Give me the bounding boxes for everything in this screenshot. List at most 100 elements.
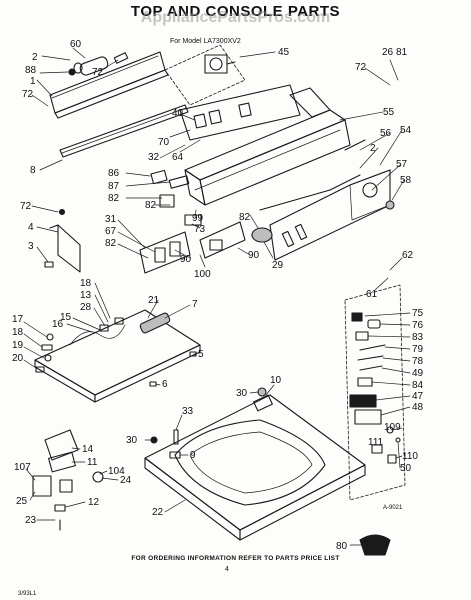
callout-label: 25 xyxy=(16,496,28,507)
callout-label: 82 xyxy=(105,238,117,249)
callout-label: 60 xyxy=(70,39,82,50)
callout-label: 73 xyxy=(194,224,206,235)
callout-label: 99 xyxy=(192,213,204,224)
switch-group xyxy=(150,169,202,226)
callout-label: 81 xyxy=(396,47,408,58)
parts-kit-panel xyxy=(344,284,406,501)
callout-label: 76 xyxy=(412,320,424,331)
callout-label: 23 xyxy=(25,515,37,526)
callout-label: 86 xyxy=(108,168,120,179)
page-mark: 4 xyxy=(225,566,229,573)
washer-top-cabinet xyxy=(144,394,366,541)
callout-label: 48 xyxy=(412,402,424,413)
callout-label: 26 xyxy=(382,47,394,58)
callout-label: 83 xyxy=(412,332,424,343)
callout-label: 29 xyxy=(272,260,284,271)
callout-label: 72 xyxy=(20,201,32,212)
callout-label: 16 xyxy=(52,319,64,330)
callout-label: 20 xyxy=(12,353,24,364)
callout-label: 109 xyxy=(384,422,401,433)
callout-label: 82 xyxy=(145,200,157,211)
callout-label: 58 xyxy=(400,175,412,186)
callout-label: 10 xyxy=(270,375,282,386)
callout-label: 70 xyxy=(158,137,170,148)
callout-label: 56 xyxy=(380,128,392,139)
control-console-base xyxy=(34,309,201,403)
callout-label: 62 xyxy=(402,250,414,261)
callout-label: 61 xyxy=(366,289,378,300)
callout-label: 32 xyxy=(148,152,160,163)
console-housing xyxy=(184,87,351,206)
callout-label: 54 xyxy=(400,125,412,136)
callout-label: 72 xyxy=(355,62,367,73)
callout-label: 4 xyxy=(28,222,34,233)
callout-label: 11 xyxy=(87,457,98,468)
callout-label: 17 xyxy=(12,314,24,325)
callout-label: 84 xyxy=(412,380,424,391)
callout-label: 47 xyxy=(412,391,424,402)
callout-label: 90 xyxy=(180,254,192,265)
callout-label: 100 xyxy=(194,269,211,280)
callout-label: 78 xyxy=(412,356,424,367)
callout-label: 13 xyxy=(80,290,92,301)
callout-label: 57 xyxy=(396,159,408,170)
callout-label: 90 xyxy=(248,250,260,261)
console-end-bracket xyxy=(44,208,81,273)
callout-label: 72 xyxy=(92,67,104,78)
callout-label: 33 xyxy=(182,406,194,417)
callout-label: 107 xyxy=(14,462,31,473)
callout-label: 28 xyxy=(80,302,92,313)
callout-label: 30 xyxy=(236,388,248,399)
callout-label: 82 xyxy=(239,212,251,223)
diagram-title: TOP AND CONSOLE PARTS xyxy=(130,3,341,20)
console-back-panel xyxy=(179,84,301,141)
lid-switch-assembly xyxy=(32,429,104,531)
callout-label: 79 xyxy=(412,344,424,355)
callout-label: 15 xyxy=(60,312,72,323)
callout-label: 6 xyxy=(162,379,168,390)
callout-label: 19 xyxy=(12,340,24,351)
callout-label: 82 xyxy=(108,193,120,204)
callout-label: 18 xyxy=(80,278,92,289)
drawing-code: 3/93L1 xyxy=(18,591,37,597)
callout-label: 24 xyxy=(120,475,132,486)
callout-label: 7 xyxy=(192,299,198,310)
callout-label: 14 xyxy=(82,444,94,455)
callout-label: 64 xyxy=(172,152,184,163)
figure-reference: A-9021 xyxy=(383,505,403,511)
callout-label: 49 xyxy=(412,368,424,379)
callout-label: 72 xyxy=(22,89,34,100)
callout-label: 80 xyxy=(336,541,348,552)
callout-label: 87 xyxy=(108,181,120,192)
callout-label: 111 xyxy=(368,437,384,448)
callout-label: 40 xyxy=(172,108,184,119)
callout-label: 67 xyxy=(105,226,117,237)
callout-label: 2 xyxy=(32,52,38,63)
knob-assembly xyxy=(68,52,129,76)
callout-label: 22 xyxy=(152,507,164,518)
callout-labels: 2 60 88 1 72 72 45 26 81 72 40 55 56 54 … xyxy=(12,39,424,552)
callout-label: 50 xyxy=(400,463,412,474)
callout-label: 21 xyxy=(148,295,160,306)
callout-label: 9 xyxy=(190,450,196,461)
cabinet-hook xyxy=(359,534,391,556)
callout-label: 31 xyxy=(105,214,117,225)
ordering-note: FOR ORDERING INFORMATION REFER TO PARTS … xyxy=(131,555,340,562)
callout-label: 30 xyxy=(126,435,138,446)
screw xyxy=(149,381,157,387)
callout-label: 45 xyxy=(278,47,290,58)
callout-label: 88 xyxy=(25,65,37,76)
callout-label: 5 xyxy=(198,349,204,360)
support-rod xyxy=(259,189,331,211)
callout-label: 12 xyxy=(88,497,100,508)
callout-label: 75 xyxy=(412,308,424,319)
temperature-switch-bracket xyxy=(139,221,273,274)
callout-label: 3 xyxy=(28,241,34,252)
screw xyxy=(189,351,197,357)
leader-lines xyxy=(23,47,411,546)
callout-label: 2 xyxy=(370,143,376,154)
timer-motor xyxy=(204,54,236,74)
callout-label: 55 xyxy=(383,107,395,118)
